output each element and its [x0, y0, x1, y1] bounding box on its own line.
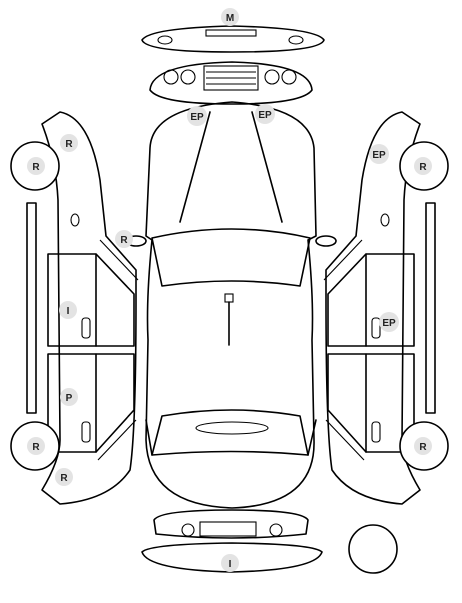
svg-text:EP: EP — [190, 112, 204, 123]
marker-left-rear-door[interactable]: P — [60, 388, 78, 406]
right-side-panel[interactable] — [323, 111, 436, 505]
marker-windshield-left[interactable]: EP — [187, 106, 207, 126]
marker-windshield-right[interactable]: EP — [255, 104, 275, 124]
svg-text:R: R — [32, 162, 40, 173]
svg-text:R: R — [32, 442, 40, 453]
front-bumper[interactable] — [141, 25, 325, 53]
svg-text:EP: EP — [382, 318, 396, 329]
marker-front-bumper[interactable]: M — [221, 8, 239, 26]
marker-right-rear-wheel[interactable]: R — [414, 437, 432, 455]
marker-left-front-fender[interactable]: R — [60, 134, 78, 152]
spare-tire[interactable] — [348, 524, 398, 574]
svg-text:R: R — [120, 235, 128, 246]
car-body[interactable] — [125, 101, 337, 509]
svg-text:I: I — [229, 559, 232, 570]
svg-text:EP: EP — [258, 110, 272, 121]
svg-text:R: R — [65, 139, 73, 150]
marker-left-front-door[interactable]: I — [59, 301, 77, 319]
svg-text:R: R — [419, 442, 427, 453]
svg-text:R: R — [60, 473, 68, 484]
svg-text:P: P — [66, 393, 73, 404]
rear-bumper[interactable] — [141, 542, 323, 573]
marker-left-mirror[interactable]: R — [115, 230, 133, 248]
marker-rear-bumper[interactable]: I — [221, 554, 239, 572]
marker-left-front-wheel[interactable]: R — [27, 157, 45, 175]
marker-right-front-fender[interactable]: EP — [369, 144, 389, 164]
rear-lights[interactable] — [153, 509, 309, 539]
front-grille[interactable] — [149, 61, 313, 105]
marker-right-front-door[interactable]: EP — [379, 312, 399, 332]
svg-text:I: I — [67, 306, 70, 317]
svg-text:M: M — [226, 13, 234, 24]
left-side-panel[interactable] — [26, 111, 139, 505]
svg-text:R: R — [419, 162, 427, 173]
svg-text:EP: EP — [372, 150, 386, 161]
marker-right-front-wheel[interactable]: R — [414, 157, 432, 175]
marker-left-rear-wheel[interactable]: R — [27, 437, 45, 455]
marker-left-rear-fender[interactable]: R — [55, 468, 73, 486]
